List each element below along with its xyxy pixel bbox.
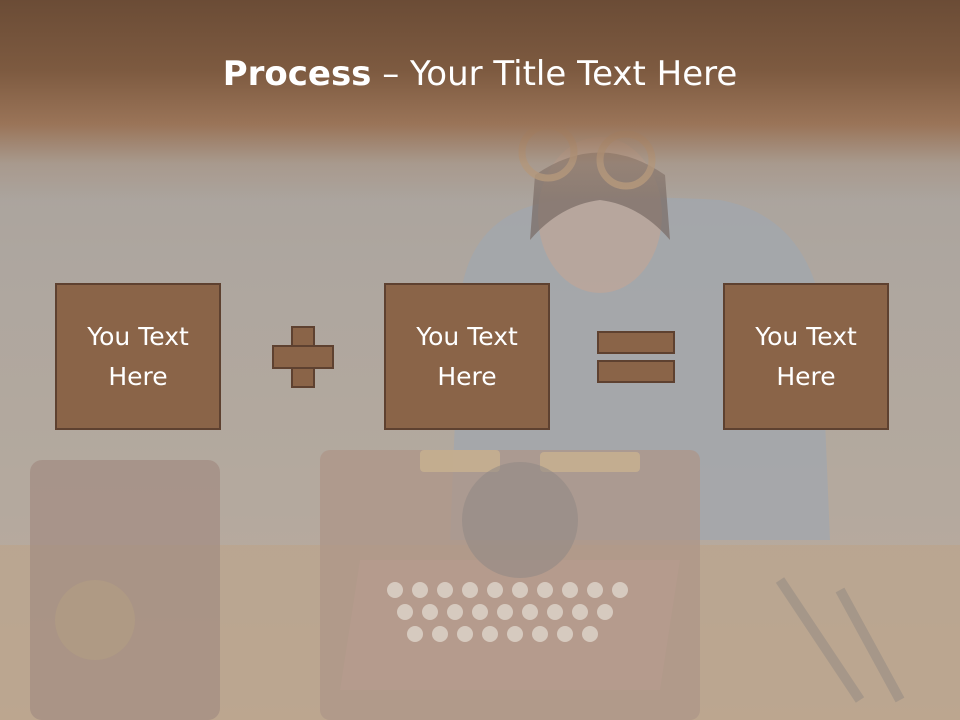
- text-box-3-line1: You Text: [755, 321, 857, 351]
- text-box-2-line1: You Text: [416, 321, 518, 351]
- slide-title-bold: Process: [222, 54, 372, 94]
- text-box-1-line2: Here: [108, 361, 168, 391]
- text-box-3-line2: Here: [776, 361, 836, 391]
- text-box-2[interactable]: You Text Here: [384, 283, 550, 430]
- text-box-1-line1: You Text: [87, 321, 189, 351]
- equals-icon-top-bar: [597, 331, 675, 354]
- text-box-2-line2: Here: [437, 361, 497, 391]
- text-box-3[interactable]: You Text Here: [723, 283, 889, 430]
- slide-title[interactable]: Process – Your Title Text Here: [0, 52, 960, 96]
- equals-icon-bottom-bar: [597, 360, 675, 383]
- title-band: [0, 0, 960, 200]
- plus-icon-center: [293, 347, 313, 367]
- slide-title-rest: – Your Title Text Here: [371, 54, 738, 94]
- text-box-1[interactable]: You Text Here: [55, 283, 221, 430]
